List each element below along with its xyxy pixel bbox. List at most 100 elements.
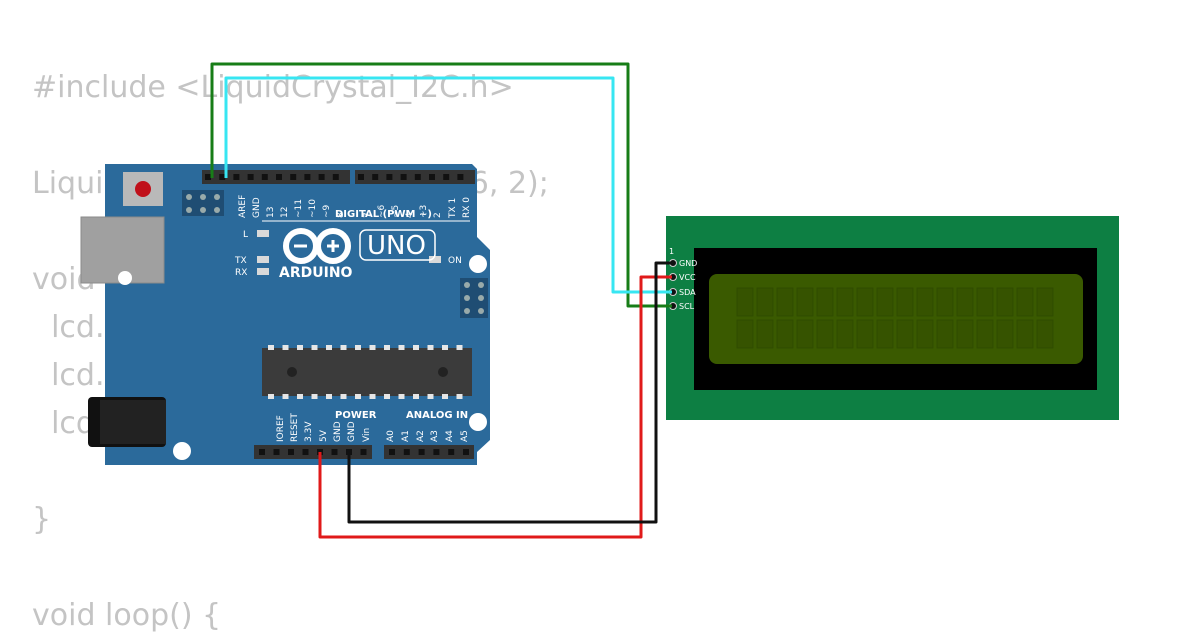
header-pin[interactable] bbox=[273, 449, 280, 455]
digital-pin-label: ~5 bbox=[391, 205, 401, 218]
digital-pin-label: 13 bbox=[266, 207, 276, 218]
led-on bbox=[429, 256, 441, 263]
power-pin-label: 3.3V bbox=[304, 421, 314, 442]
lcd-cell bbox=[856, 287, 874, 317]
header-pin[interactable] bbox=[389, 449, 395, 455]
digital-pin-label: 4 bbox=[405, 212, 415, 218]
lcd-cell bbox=[936, 287, 954, 317]
header-pin[interactable] bbox=[448, 449, 455, 455]
digital-pin-label: ~10 bbox=[308, 199, 318, 218]
analog-header bbox=[384, 445, 474, 459]
uno-badge bbox=[359, 229, 436, 261]
lcd-cell bbox=[756, 287, 774, 317]
led-tx-label: TX bbox=[234, 256, 247, 266]
header-pin[interactable] bbox=[288, 449, 294, 455]
lcd-cell bbox=[856, 319, 874, 349]
power-pin-label: 5V bbox=[319, 429, 329, 442]
digital-pin-label: ~6 bbox=[377, 204, 387, 218]
power-pin-label: GND bbox=[347, 421, 357, 442]
lcd-cell bbox=[976, 287, 994, 317]
lcd-cell bbox=[796, 319, 814, 349]
lcd-cell bbox=[1036, 319, 1054, 349]
power-pin-label: IOREF bbox=[276, 415, 286, 442]
lcd-cell bbox=[956, 287, 974, 317]
lcd-cell bbox=[876, 319, 894, 349]
digital-pin-label: TX 1 bbox=[448, 198, 458, 219]
lcd-cell bbox=[776, 319, 794, 349]
lcd-cell bbox=[916, 287, 934, 317]
header-pin[interactable] bbox=[219, 174, 226, 180]
mounting-hole bbox=[118, 271, 132, 285]
wire-vcc-red[interactable] bbox=[318, 275, 672, 539]
lcd-cell bbox=[956, 319, 974, 349]
lcd-pin-label: VCC bbox=[679, 273, 696, 282]
header-pin[interactable] bbox=[418, 449, 425, 455]
header-pin[interactable] bbox=[372, 174, 379, 180]
lcd-screen bbox=[709, 274, 1083, 364]
digital-pin-label: 12 bbox=[280, 207, 290, 218]
header-pin[interactable] bbox=[302, 449, 309, 455]
analog-label: ANALOG IN bbox=[406, 410, 468, 421]
header-pin[interactable] bbox=[276, 174, 282, 180]
header-pin[interactable] bbox=[318, 174, 325, 180]
header-pin[interactable] bbox=[358, 174, 364, 180]
digital-pin-label: 2 bbox=[433, 212, 443, 218]
lcd-pin1-label: 1 bbox=[669, 247, 674, 256]
analog-pin-label: A1 bbox=[401, 430, 411, 442]
lcd-cell bbox=[936, 319, 954, 349]
header-pin[interactable] bbox=[457, 174, 464, 180]
lcd-cell bbox=[976, 319, 994, 349]
header-pin[interactable] bbox=[290, 174, 297, 180]
header-pin[interactable] bbox=[360, 449, 367, 455]
lcd-cell bbox=[916, 319, 934, 349]
wire-sda-cyan[interactable] bbox=[224, 76, 672, 294]
lcd-pin-label: SCL bbox=[679, 302, 695, 311]
header-pin[interactable] bbox=[233, 174, 240, 180]
header-pin[interactable] bbox=[332, 174, 339, 180]
header-pin[interactable] bbox=[386, 174, 393, 180]
code-line: } bbox=[32, 502, 52, 537]
digital-label: DIGITAL (PWM ~) bbox=[335, 209, 432, 220]
header-pin[interactable] bbox=[400, 174, 407, 180]
wires bbox=[210, 62, 672, 539]
header-pin[interactable] bbox=[205, 174, 211, 180]
analog-pin-label: A5 bbox=[460, 430, 470, 442]
wire-gnd-black[interactable] bbox=[347, 261, 672, 524]
wire-scl-green[interactable] bbox=[210, 62, 672, 308]
header-pin[interactable] bbox=[414, 174, 421, 180]
power-pin-label: GND bbox=[333, 421, 343, 442]
arduino-uno-board[interactable]: AREF GND 13 12 ~11 ~10 ~9 8 7 ~6 ~5 4 ~3 2 TX 1 RX 0 DI… bbox=[80, 164, 490, 465]
digital-pin-label: ~9 bbox=[322, 204, 332, 218]
header-pin[interactable] bbox=[331, 449, 338, 455]
digital-pin-label: AREF bbox=[238, 195, 248, 218]
header-pin[interactable] bbox=[247, 174, 254, 180]
led-rx bbox=[257, 268, 269, 275]
power-pin-label: Vin bbox=[362, 428, 372, 442]
lcd-cell bbox=[816, 319, 834, 349]
header-pin[interactable] bbox=[403, 449, 410, 455]
header-pin[interactable] bbox=[304, 174, 311, 180]
power-pin-label: RESET bbox=[290, 413, 300, 442]
digital-pin-label: ~11 bbox=[294, 199, 304, 218]
lcd-cell bbox=[756, 319, 774, 349]
digital-pin-label: ~3 bbox=[419, 205, 429, 218]
lcd-cell bbox=[996, 319, 1014, 349]
digital-pin-label: 8 bbox=[336, 212, 346, 218]
lcd-cell bbox=[1036, 287, 1054, 317]
lcd-cell bbox=[1016, 319, 1034, 349]
header-pin[interactable] bbox=[463, 449, 469, 455]
header-pin[interactable] bbox=[443, 174, 450, 180]
header-pin[interactable] bbox=[429, 174, 435, 180]
header-pin[interactable] bbox=[259, 449, 265, 455]
header-pin[interactable] bbox=[433, 449, 440, 455]
header-pin[interactable] bbox=[261, 174, 268, 180]
power-header bbox=[254, 445, 372, 459]
digital-pin-label: RX 0 bbox=[462, 197, 472, 218]
led-l-label: L bbox=[243, 230, 248, 240]
reset-button-cap[interactable] bbox=[135, 181, 151, 197]
digital-pin-label: 7 bbox=[363, 212, 373, 218]
lcd-cell bbox=[1016, 287, 1034, 317]
icsp-header bbox=[182, 190, 224, 216]
